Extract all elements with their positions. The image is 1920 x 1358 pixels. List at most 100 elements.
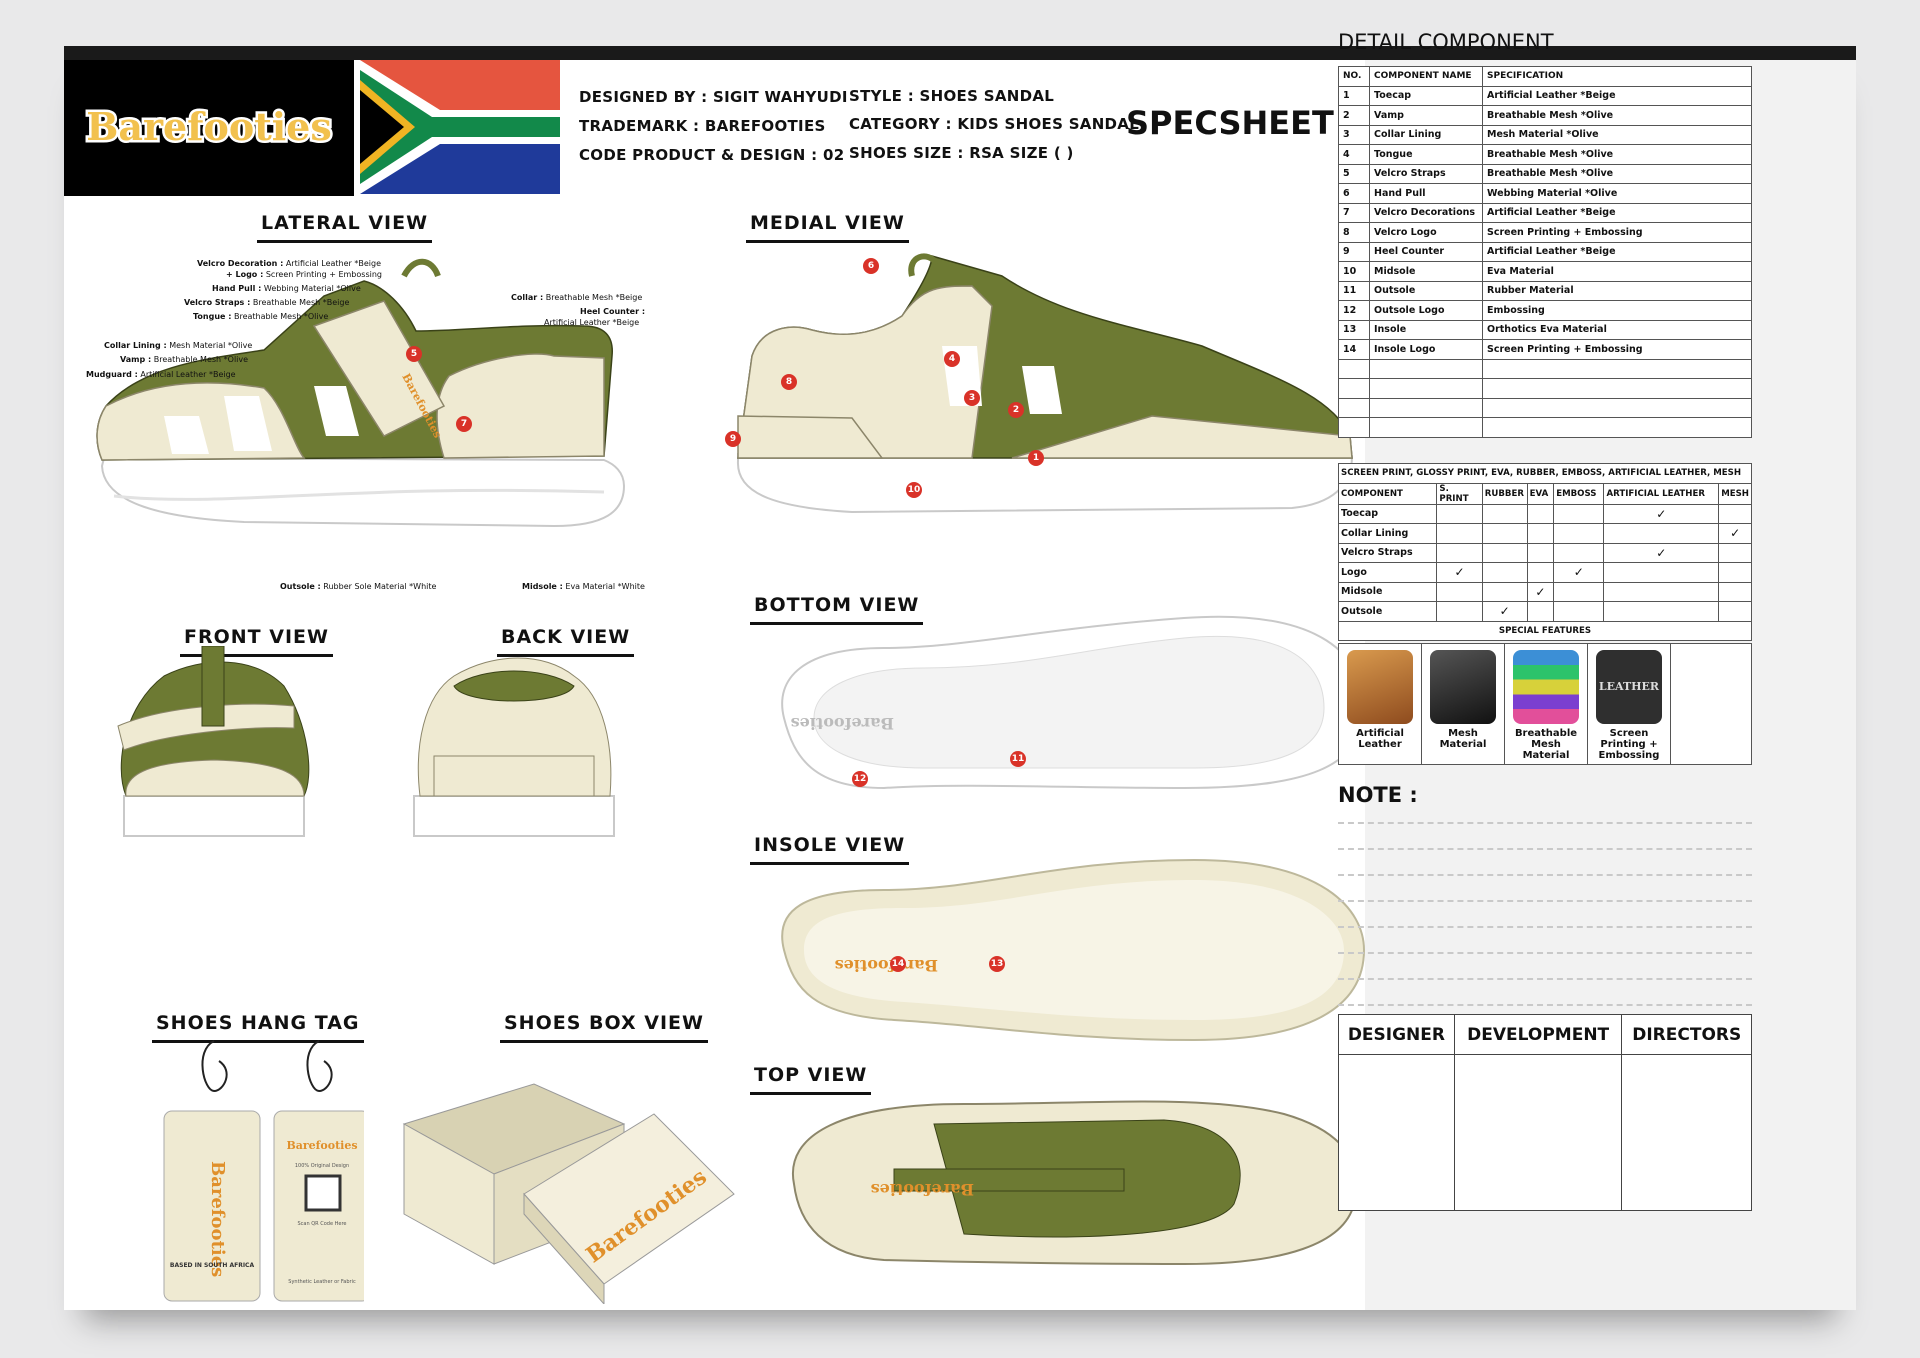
note-line: [1338, 822, 1752, 824]
header-no: NO.: [1338, 66, 1370, 87]
empty-cell: [1526, 503, 1555, 524]
materials-row: Midsole✓: [1337, 581, 1752, 602]
component-row-empty: [1338, 378, 1752, 399]
component-name: Hand Pull: [1369, 183, 1483, 204]
empty-cell: [1436, 581, 1483, 602]
component-spec: Artificial Leather *Beige: [1482, 202, 1752, 223]
empty-cell: [1603, 601, 1720, 622]
medial-view-drawing: [736, 253, 1354, 514]
top-view-title: TOP VIEW: [749, 1064, 872, 1095]
brand-logo-text: Barefooties: [86, 104, 332, 149]
page-title: SPECSHEET: [1126, 104, 1334, 142]
materials-row: Outsole ✓: [1337, 601, 1752, 622]
empty-cell: [1481, 562, 1528, 583]
signoff-directors: DIRECTORS: [1621, 1014, 1752, 1055]
component-no: 4: [1338, 144, 1370, 165]
callout-outsole: Outsole : Rubber Sole Material *White: [280, 582, 437, 591]
badge-9: 9: [725, 431, 741, 447]
component-spec: Eva Material: [1482, 261, 1752, 282]
badge-1: 1: [1028, 450, 1044, 466]
empty-cell: [1481, 523, 1528, 544]
shoe-size: SHOES SIZE : RSA SIZE ( ): [849, 144, 1074, 162]
empty-cell: [1603, 523, 1720, 544]
note-line: [1338, 978, 1752, 980]
hangtag-material: Synthetic Leather or Fabric: [288, 1279, 356, 1285]
callout-hand-pull: Hand Pull : Webbing Material *Olive: [212, 284, 361, 293]
feature-breathable-mesh: Breathable Mesh Material: [1504, 643, 1588, 765]
callout-velcro-straps: Velcro Straps : Breathable Mesh *Beige: [184, 298, 350, 307]
materials-row: Collar Lining✓: [1337, 523, 1752, 544]
component-spec: Screen Printing + Embossing: [1482, 339, 1752, 360]
hangtag-original: 100% Original Design: [295, 1163, 349, 1169]
note-line: [1338, 848, 1752, 850]
callout-vamp: Vamp : Breathable Mesh *Olive: [120, 355, 249, 364]
component-row-empty: [1338, 358, 1752, 379]
component-no: 1: [1338, 85, 1370, 106]
component-spec: Embossing: [1482, 300, 1752, 321]
callout-midsole: Midsole : Eva Material *White: [522, 582, 645, 591]
hangtag-logo: Barefooties: [207, 1161, 228, 1277]
badge-13: 13: [989, 956, 1005, 972]
component-spec: Breathable Mesh *Olive: [1482, 144, 1752, 165]
materials-row: Velcro Straps ✓: [1337, 542, 1752, 563]
mat-header-eva: EVA: [1526, 482, 1555, 505]
feature-mesh: Mesh Material: [1421, 643, 1505, 765]
check-mark: ✓: [1603, 542, 1720, 563]
component-no: 3: [1338, 124, 1370, 145]
empty-cell: [1481, 503, 1528, 524]
component-row-empty: [1338, 417, 1752, 438]
empty-cell: [1553, 542, 1605, 563]
callout-mudguard: Mudguard : Artificial Leather *Beige: [86, 370, 236, 379]
component-name: Outsole Logo: [1369, 300, 1483, 321]
badge-12: 12: [852, 771, 868, 787]
signoff-development-box[interactable]: [1453, 1054, 1623, 1211]
materials-row: Logo✓✓: [1337, 562, 1752, 583]
component-no: 8: [1338, 222, 1370, 243]
feature-artificial-leather: Artificial Leather: [1338, 643, 1422, 765]
component-name: Velcro Straps: [1369, 163, 1483, 184]
callout-heel-counter-value: Artificial Leather *Beige: [544, 318, 640, 327]
component-spec: Breathable Mesh *Olive: [1482, 105, 1752, 126]
badge-11: 11: [1010, 751, 1026, 767]
callout-velcro-decoration: Velcro Decoration : Artificial Leather *…: [197, 259, 382, 268]
component-spec: Orthotics Eva Material: [1482, 319, 1752, 340]
medial-view-title: MEDIAL VIEW: [746, 212, 909, 243]
badge-2: 2: [1008, 402, 1024, 418]
component-no: 9: [1338, 241, 1370, 262]
feature-empty: [1670, 643, 1752, 765]
component-name: Heel Counter: [1369, 241, 1483, 262]
category: CATEGORY : KIDS SHOES SANDAL: [849, 115, 1140, 133]
hangtag-scan: Scan QR Code Here: [298, 1221, 347, 1227]
mat-header-leather: ARTIFICIAL LEATHER: [1603, 482, 1720, 505]
component-no: 13: [1338, 319, 1370, 340]
check-mark: ✓: [1603, 503, 1720, 524]
badge-4: 4: [944, 351, 960, 367]
component-no: 7: [1338, 202, 1370, 223]
lateral-view-title: LATERAL VIEW: [256, 212, 433, 243]
signoff-designer-box[interactable]: [1338, 1054, 1455, 1211]
materials-component: Midsole: [1337, 581, 1438, 602]
component-name: Insole: [1369, 319, 1483, 340]
bottom-view-title: BOTTOM VIEW: [749, 594, 924, 625]
note-line: [1338, 900, 1752, 902]
top-logo: Barefooties: [871, 1180, 974, 1199]
badge-7: 7: [456, 416, 472, 432]
brand-logo: Barefooties: [84, 102, 335, 152]
materials-header: COMPONENT S. PRINT RUBBER EVA EMBOSS ART…: [1337, 482, 1752, 505]
detail-component-title: DETAIL COMPONENT: [1338, 30, 1554, 54]
emboss-swatch: LEATHER: [1596, 650, 1662, 724]
header-component: COMPONENT NAME: [1369, 66, 1483, 87]
empty-cell: [1718, 601, 1752, 622]
empty-cell: [1481, 542, 1528, 563]
component-no: 10: [1338, 261, 1370, 282]
materials-component: Velcro Straps: [1337, 542, 1438, 563]
materials-component: Outsole: [1337, 601, 1438, 622]
check-mark: ✓: [1553, 562, 1605, 583]
check-mark: ✓: [1481, 601, 1528, 622]
signoff-directors-box[interactable]: [1621, 1054, 1752, 1211]
